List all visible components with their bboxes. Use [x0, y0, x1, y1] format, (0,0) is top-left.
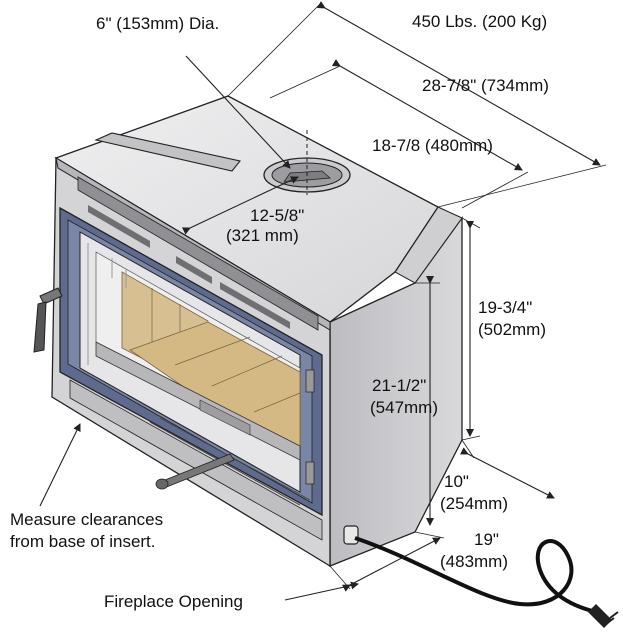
power-cord-receptacle — [343, 525, 359, 545]
rear-depth-label-2: (254mm) — [440, 494, 509, 513]
rear-width-label: 18-7/8 (480mm) — [372, 136, 493, 155]
fireplace-opening-label: Fireplace Opening — [104, 592, 243, 611]
door-handle — [39, 287, 63, 305]
flue-offset-label-2: (321 mm) — [226, 226, 299, 245]
front-height-label-2: (547mm) — [370, 398, 439, 417]
rear-depth-label-1: 10" — [444, 472, 469, 491]
overall-height-label-2: (502mm) — [478, 320, 547, 339]
power-cord — [354, 536, 597, 614]
depth-label-2: (483mm) — [440, 552, 509, 571]
bottom-grille — [69, 379, 323, 541]
overall-height-label-1: 19-3/4" — [478, 298, 533, 317]
depth-label-1: 19" — [474, 530, 499, 549]
top-air-slot — [94, 132, 241, 172]
weight-label: 450 Lbs. (200 Kg) — [412, 12, 548, 31]
overall-width-label: 28-7/8" (734mm) — [422, 76, 549, 95]
clearance-note-line-1: Measure clearances — [10, 510, 164, 529]
flue-offset-label-1: 12-5/8" — [250, 206, 305, 225]
front-height-label-1: 21-1/2" — [372, 376, 427, 395]
clearance-note-line-2: from base of insert. — [10, 532, 156, 551]
pipe-diameter-label: 6" (153mm) Dia. — [96, 14, 220, 33]
